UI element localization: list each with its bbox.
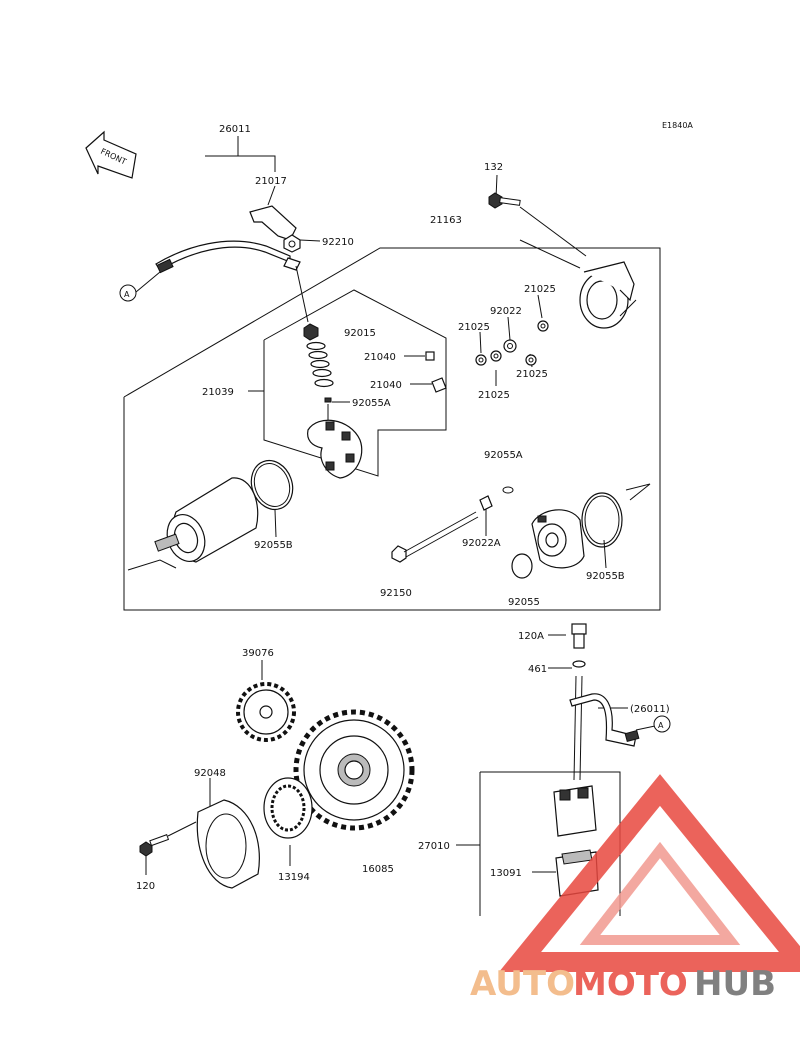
label-21039: 21039 (202, 387, 234, 398)
label-21040-a: 21040 (364, 352, 396, 363)
label-21025-c: 21025 (516, 369, 548, 380)
label-92150: 92150 (380, 588, 412, 599)
label-21017: 21017 (255, 176, 287, 187)
bolt-132 (488, 192, 521, 209)
label-21163: 21163 (430, 215, 462, 226)
label-92055B-b: 92055B (586, 571, 625, 582)
callout-a-right-label: A (658, 721, 664, 730)
label-16085: 16085 (362, 864, 394, 875)
bolt-120 (139, 834, 170, 857)
label-92022: 92022 (490, 306, 522, 317)
clutch-plate (196, 799, 260, 889)
label-21025-a: 21025 (524, 284, 556, 295)
brush-holder-group-outline (263, 289, 447, 477)
brush-plate (307, 404, 363, 479)
starter-motor-yoke (127, 477, 259, 571)
label-21040-b: 21040 (370, 380, 402, 391)
starter-group-outline (123, 247, 661, 611)
part-labels: 26011 21017 92210 132 21163 21025 92022 … (136, 124, 670, 892)
callout-a-left (119, 284, 137, 302)
label-27010: 27010 (418, 841, 450, 852)
relay-cable (569, 693, 640, 747)
label-26011: 26011 (219, 124, 251, 135)
label-92048: 92048 (194, 768, 226, 779)
label-21025-d: 21025 (478, 390, 510, 401)
end-cover (531, 509, 585, 569)
washer-92022A (479, 495, 493, 511)
starter-relay (553, 785, 597, 837)
brush-21040-b (431, 377, 447, 393)
watermark-logo: AUTO MOTO HUB (470, 774, 800, 1004)
through-bolt (391, 511, 479, 563)
callout-a-left-label: A (124, 290, 130, 299)
brush-21040-a (425, 351, 435, 361)
o-ring-right (581, 492, 623, 548)
front-cover (579, 261, 637, 329)
watermark-text-hub: HUB (694, 964, 776, 1004)
label-21025-b: 21025 (458, 322, 490, 333)
figure-code: E1840A (662, 121, 693, 130)
watermark-text-moto: MOTO (573, 964, 688, 1004)
callout-a-right (653, 715, 671, 733)
label-26011-ref: (26011) (630, 704, 670, 715)
starter-clutch-gear (293, 709, 415, 831)
label-120: 120 (136, 881, 155, 892)
leader-26011 (205, 155, 276, 172)
label-120A: 120A (518, 631, 544, 642)
label-39076: 39076 (242, 648, 274, 659)
label-92055: 92055 (508, 597, 540, 608)
label-92055B-a: 92055B (254, 540, 293, 551)
label-13091: 13091 (490, 868, 522, 879)
starter-cable (155, 240, 291, 271)
label-92022A: 92022A (462, 538, 501, 549)
relay-terminal-bolt (571, 623, 587, 668)
one-way-clutch (263, 777, 313, 839)
label-92015: 92015 (344, 328, 376, 339)
label-461: 461 (528, 664, 547, 675)
o-ring-92055A (502, 486, 514, 494)
label-92210: 92210 (322, 237, 354, 248)
label-13194: 13194 (278, 872, 310, 883)
terminal-boot (249, 205, 297, 241)
terminal-stack (303, 323, 334, 403)
idle-gear (236, 682, 296, 742)
watermark-text-auto: AUTO (470, 964, 575, 1004)
front-direction-arrow: FRONT (85, 130, 137, 179)
label-132: 132 (484, 162, 503, 173)
label-92055A-b: 92055A (484, 450, 523, 461)
o-ring-92055 (511, 553, 533, 579)
label-92055A-a: 92055A (352, 398, 391, 409)
